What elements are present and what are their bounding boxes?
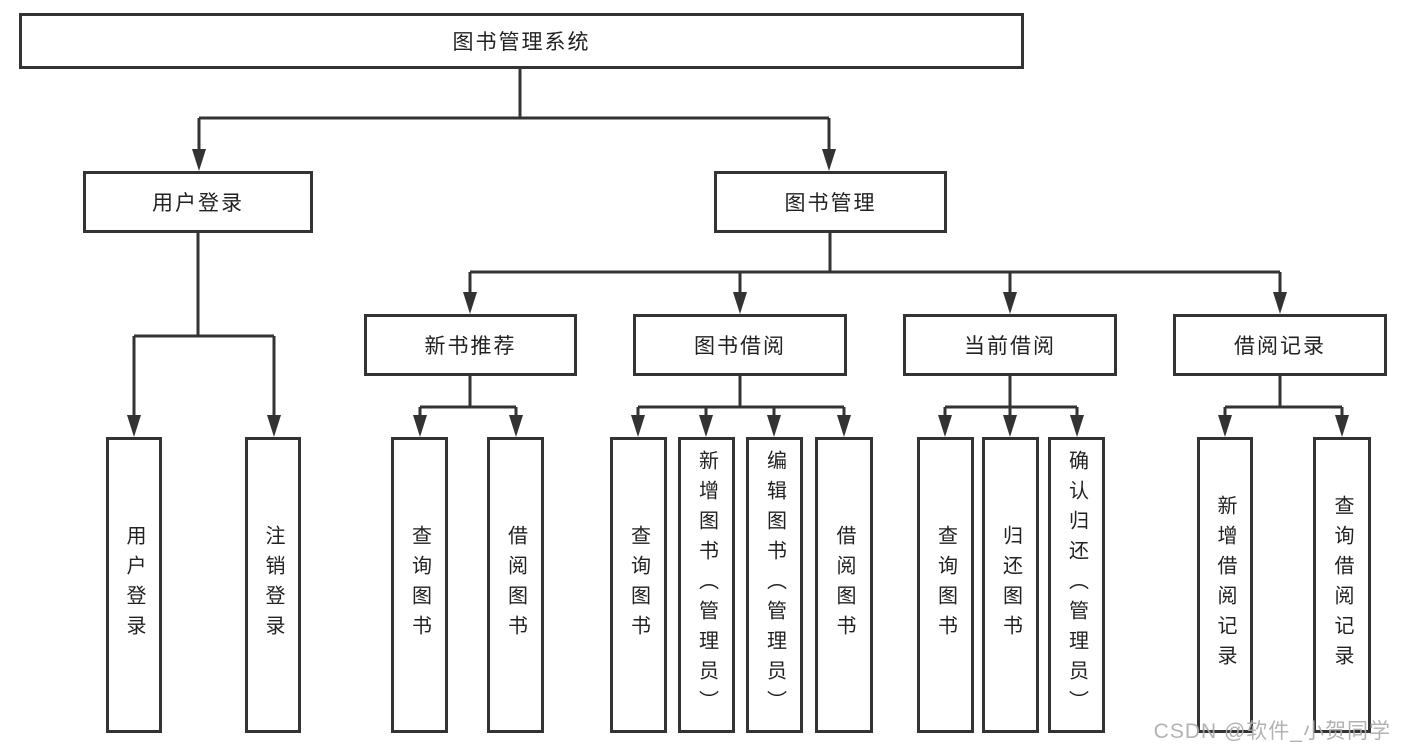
arrow-down-icon [1218,415,1232,437]
edge-borrow-records-rail [1223,376,1344,418]
leaf-bb-query-books: 查询图书 [610,437,667,733]
arrowheads [127,149,1349,437]
root-box-library-system: 图书管理系统 [19,13,1024,69]
edge-user-login-rail [132,233,276,418]
arrow-down-icon [192,149,206,171]
leaf-nb-borrow-books: 借阅图书 [487,437,544,733]
leaf-label: 查询借阅记录 [1331,495,1353,675]
edge-current-borrow-rail [943,376,1079,418]
leaf-label: 借阅图书 [504,525,527,645]
leaf-label: 注销登录 [262,525,284,645]
edge-root-rail [197,69,831,152]
branch-book-management: 图书管理 [714,171,947,233]
branch-label: 用户登录 [152,192,244,215]
branch-borrow-records: 借阅记录 [1173,314,1387,376]
arrow-down-icon [822,149,836,171]
branch-label: 图书借阅 [694,335,786,358]
leaf-label: 用户登录 [123,525,145,645]
leaf-label: 借阅图书 [833,525,855,645]
arrow-down-icon [767,415,781,437]
leaf-cb-confirm-return-admin: 确认归还（管理员） [1048,437,1105,733]
edge-book-mgmt-rail [468,233,1282,295]
leaf-cb-query-books: 查询图书 [917,437,974,733]
branch-label: 新书推荐 [424,335,517,358]
edge-new-book-rail [418,376,518,418]
branch-label: 当前借阅 [964,335,1056,358]
edge-book-borrow-rail [636,376,846,418]
leaf-label: 查询图书 [627,525,650,645]
leaf-bb-edit-books-admin: 编辑图书（管理员） [746,437,803,733]
branch-label: 借阅记录 [1234,335,1326,358]
arrow-down-icon [1273,292,1287,314]
branch-book-borrow: 图书借阅 [633,314,847,376]
arrow-down-icon [1003,292,1017,314]
arrow-down-icon [699,415,713,437]
leaf-cb-return-books: 归还图书 [982,437,1039,733]
arrow-down-icon [1335,415,1349,437]
branch-new-book-recommend: 新书推荐 [364,314,577,376]
leaf-br-query-record: 查询借阅记录 [1313,437,1371,733]
leaf-user-login: 用户登录 [106,437,162,733]
arrow-down-icon [938,415,952,437]
leaf-label: 查询图书 [934,525,957,645]
arrow-down-icon [463,292,477,314]
leaf-br-add-record: 新增借阅记录 [1197,437,1253,733]
leaf-logout-login: 注销登录 [245,437,301,733]
leaf-label: 查询图书 [408,525,431,645]
arrow-down-icon [509,415,523,437]
branch-user-login: 用户登录 [83,171,313,233]
leaf-label: 归还图书 [999,525,1022,645]
leaf-bb-borrow-books: 借阅图书 [815,437,873,733]
arrow-down-icon [127,415,141,437]
arrow-down-icon [1070,415,1084,437]
leaf-label: 新增借阅记录 [1214,495,1236,675]
arrow-down-icon [413,415,427,437]
arrow-down-icon [1003,415,1017,437]
leaf-bb-add-books-admin: 新增图书（管理员） [678,437,735,733]
leaf-label: 确认归还（管理员） [1065,450,1088,720]
leaf-label: 新增图书（管理员） [695,450,718,720]
branch-current-borrow: 当前借阅 [903,314,1117,376]
branch-label: 图书管理 [784,192,877,215]
arrow-down-icon [267,415,281,437]
arrow-down-icon [733,292,747,314]
arrow-down-icon [631,415,645,437]
leaf-label: 编辑图书（管理员） [763,450,786,720]
arrow-down-icon [837,415,851,437]
root-label: 图书管理系统 [452,31,591,54]
leaf-nb-query-books: 查询图书 [391,437,448,733]
